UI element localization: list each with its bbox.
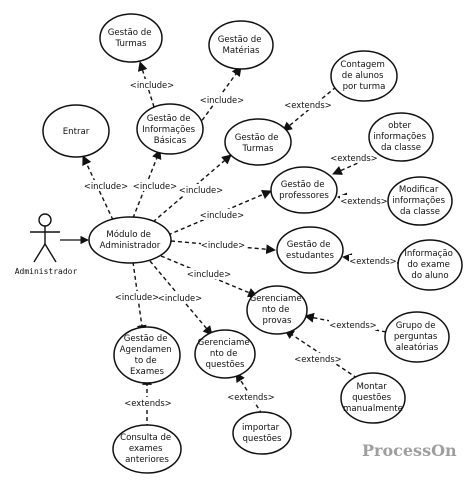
- use-case-obter-info-classe[interactable]: obter informações da classe: [368, 112, 434, 162]
- extends-label: <extends>: [340, 196, 387, 206]
- use-case-consulta-exames[interactable]: Consulta de exames anteriores: [112, 424, 182, 474]
- include-label: <include>: [200, 210, 244, 220]
- actor-label: Administrador: [15, 267, 78, 276]
- use-case-label: Gestão de Agendamen to de Exames: [120, 334, 175, 377]
- extends-label: <extends>: [227, 392, 274, 402]
- include-label: <include>: [84, 181, 128, 191]
- include-label: <include>: [200, 95, 244, 105]
- extends-label: <extends>: [329, 320, 376, 330]
- use-case-label: Informação do exame do aluno: [404, 249, 455, 281]
- actor-leg-left-icon: [33, 243, 46, 263]
- actor-administrador[interactable]: Administrador: [15, 213, 78, 276]
- use-case-label: Contagem de alunos por turma: [340, 60, 387, 92]
- use-case-label: importar questões: [242, 423, 282, 444]
- use-case-label: Consulta de exames anteriores: [120, 433, 174, 465]
- use-case-importar-questoes[interactable]: importar questões: [232, 411, 292, 455]
- use-case-gestao-turmas-top[interactable]: Gestão de Turmas: [99, 13, 163, 63]
- watermark-logo: ProcessOn: [362, 441, 457, 460]
- use-case-gestao-agendamento[interactable]: Gestão de Agendamen to de Exames: [113, 326, 181, 384]
- use-case-label: Gestão de Matérias: [218, 35, 265, 56]
- include-arrow-questoes: [149, 260, 213, 336]
- use-case-label: Grupo de perguntas aleatórias: [394, 321, 440, 353]
- include-label: <include>: [187, 269, 231, 279]
- use-case-gestao-info-basicas[interactable]: Gestão de Informações Básicas: [136, 103, 204, 155]
- include-label: <include>: [130, 80, 174, 90]
- use-case-modificar-info-classe[interactable]: Modificar informações da classe: [387, 176, 453, 226]
- use-case-gerenciamento-provas[interactable]: Gerenciame nto de provas: [246, 285, 308, 335]
- include-label: <include>: [158, 293, 202, 303]
- use-case-label: Modificar informações da classe: [392, 185, 448, 217]
- use-case-label: Gerenciame nto de provas: [250, 294, 305, 326]
- use-case-gestao-estudantes[interactable]: Gestão de estudantes: [276, 226, 344, 274]
- use-case-entrar[interactable]: Entrar: [42, 104, 110, 158]
- use-case-label: Gestão de Turmas: [235, 133, 282, 154]
- use-case-label: obter informações da classe: [373, 121, 429, 153]
- actor-leg-right-icon: [44, 243, 57, 263]
- extends-label: <extends>: [124, 398, 171, 408]
- relation-labels: <include> <include> <include> <include> …: [84, 79, 397, 408]
- extends-label: <extends>: [284, 100, 331, 110]
- use-case-label: Gerenciame nto de questões: [198, 338, 253, 370]
- include-label: <include>: [115, 292, 159, 302]
- use-case-label: Gestão de Informações Básicas: [142, 114, 198, 146]
- include-label: <include>: [201, 240, 245, 250]
- use-case-label: Gestão de Turmas: [108, 28, 155, 49]
- use-case-label: Montar questões manualmente: [343, 382, 403, 414]
- use-case-label: Gestão de estudantes: [286, 240, 334, 261]
- use-case-label: Módulo de Administrador: [100, 229, 161, 251]
- extends-arrow-montar: [284, 329, 364, 383]
- use-case-modulo-administrador[interactable]: Módulo de Administrador: [88, 216, 172, 264]
- use-case-gestao-professores[interactable]: Gestão de professores: [270, 166, 338, 214]
- use-case-montar-questoes[interactable]: Montar questões manualmente: [340, 372, 406, 424]
- use-case-contagem-alunos[interactable]: Contagem de alunos por turma: [330, 50, 398, 102]
- extends-label: <extends>: [349, 256, 396, 266]
- extends-label: <extends>: [294, 354, 341, 364]
- extends-arrow-contagem: [282, 86, 337, 132]
- use-case-info-exame-aluno[interactable]: Informação do exame do aluno: [397, 239, 463, 291]
- include-label: <include>: [179, 185, 223, 195]
- use-case-grupo-perguntas[interactable]: Grupo de perguntas aleatórias: [384, 311, 450, 363]
- include-label: <include>: [133, 181, 177, 191]
- actor-head-icon: [38, 213, 52, 227]
- use-case-gerenciamento-questoes[interactable]: Gerenciame nto de questões: [194, 329, 256, 379]
- use-case-label: Entrar: [63, 127, 90, 137]
- use-case-gestao-turmas[interactable]: Gestão de Turmas: [224, 118, 292, 166]
- use-case-gestao-materias[interactable]: Gestão de Matérias: [208, 20, 274, 70]
- extends-label: <extends>: [330, 153, 377, 163]
- use-case-label: Gestão de professores: [279, 180, 329, 201]
